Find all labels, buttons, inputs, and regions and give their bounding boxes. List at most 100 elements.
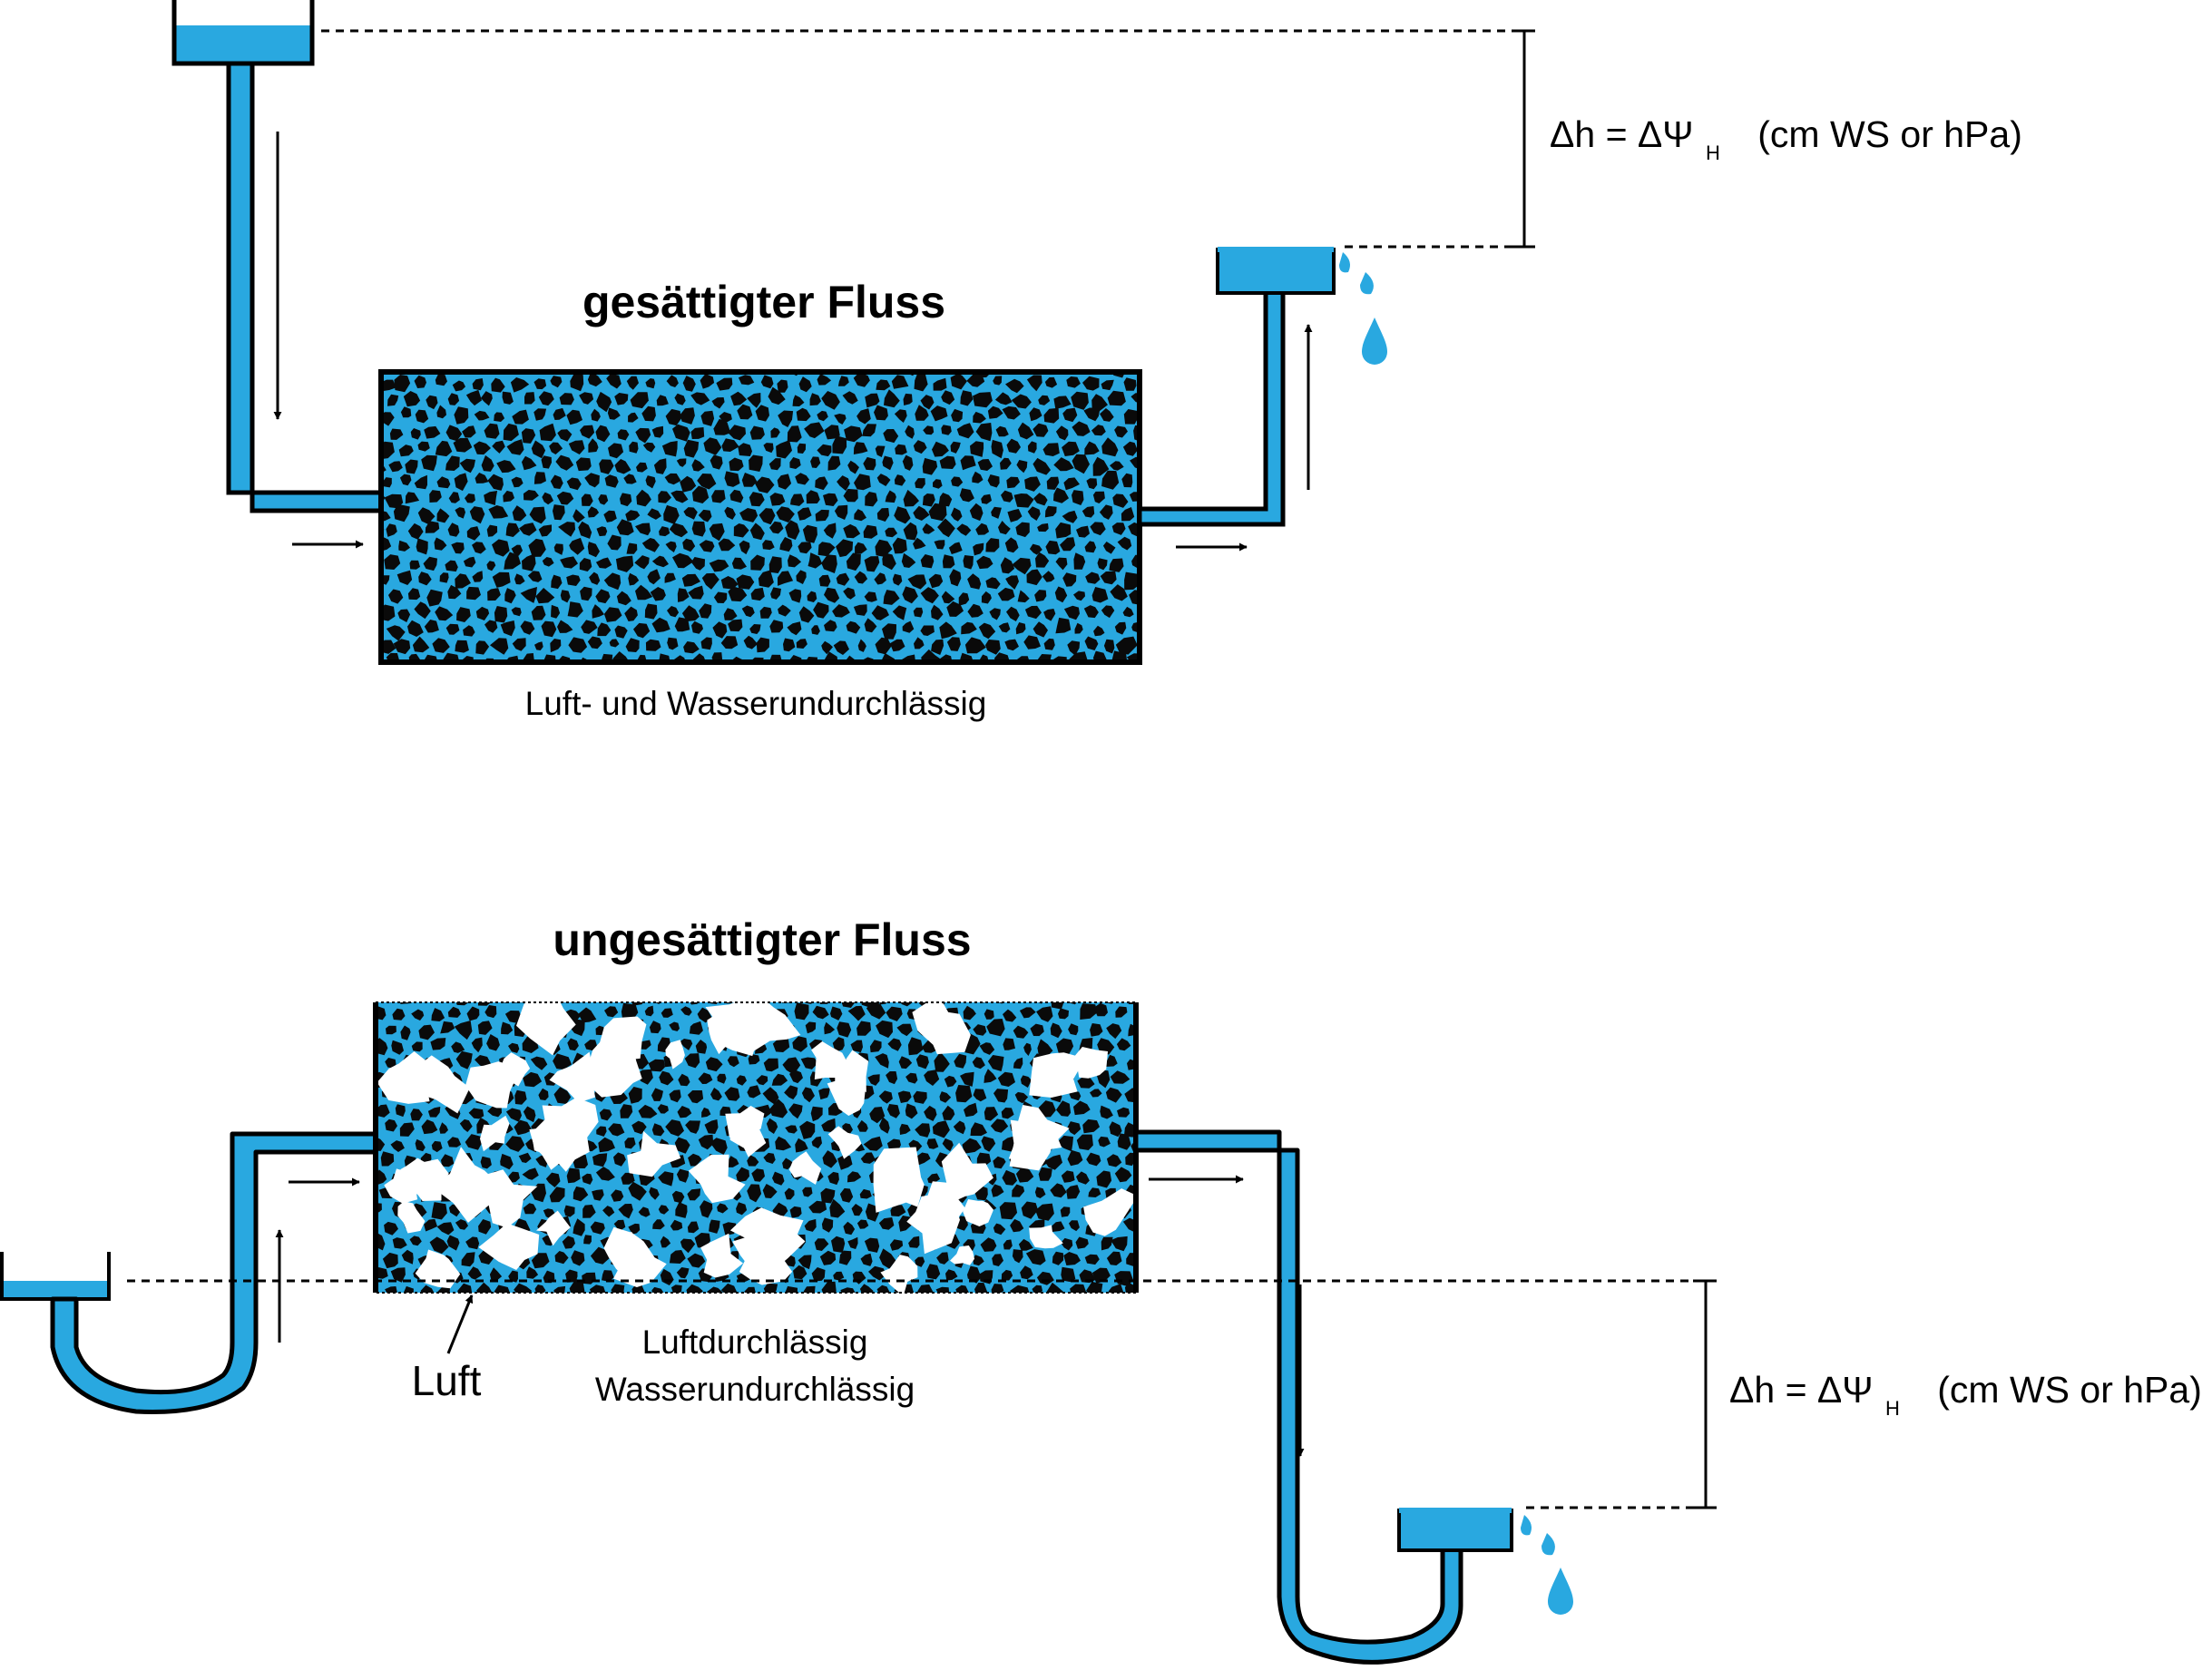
- soil-grain: [1100, 1105, 1113, 1119]
- soil-grain: [628, 1223, 641, 1235]
- soil-grain: [698, 1072, 713, 1084]
- soil-grain: [721, 438, 739, 452]
- soil-grain: [362, 1157, 374, 1167]
- soil-grain: [405, 459, 418, 474]
- air-pocket: [788, 1151, 822, 1185]
- soil-grain: [573, 1218, 585, 1236]
- soil-grain: [920, 554, 935, 569]
- soil-grain: [1110, 461, 1124, 471]
- air-pocket: [583, 1037, 642, 1098]
- soil-grain: [724, 506, 736, 520]
- soil-grain: [864, 556, 880, 572]
- soil-grain: [648, 1059, 665, 1072]
- soil-grain: [393, 639, 411, 655]
- soil-grain: [1034, 1187, 1046, 1198]
- soil-grain: [747, 1155, 759, 1167]
- soil-grain: [504, 552, 521, 570]
- soil-grain: [680, 1006, 692, 1016]
- soil-grain: [514, 1089, 527, 1105]
- soil-grain: [796, 639, 807, 649]
- soil-grain: [1082, 1118, 1100, 1134]
- soil-grain: [430, 1038, 446, 1050]
- air-pocket: [950, 1245, 974, 1265]
- soil-grain: [388, 461, 403, 473]
- soil-grain: [511, 544, 523, 556]
- soil-grain: [429, 490, 442, 503]
- soil-grain: [381, 604, 396, 621]
- soil-grain: [793, 1265, 807, 1280]
- soil-grain: [931, 639, 945, 655]
- soil-grain: [392, 1008, 406, 1021]
- soil-grain: [535, 588, 555, 604]
- soil-grain: [1102, 542, 1116, 554]
- soil-grain: [611, 989, 622, 1000]
- formula-subscript: H: [1706, 142, 1720, 164]
- soil-grain: [876, 1020, 893, 1039]
- soil-grain: [974, 1283, 988, 1293]
- soil-grain: [523, 490, 539, 501]
- soil-grain: [1066, 1185, 1081, 1199]
- soil-grain: [618, 1204, 633, 1219]
- soil-grain: [393, 503, 410, 523]
- soil-grain: [960, 390, 974, 406]
- soil-grain: [928, 573, 944, 589]
- soil-grain: [1074, 622, 1083, 634]
- soil-grain: [840, 1287, 856, 1293]
- soil-grain: [1117, 1107, 1130, 1118]
- soil-grain: [778, 604, 791, 617]
- soil-grain: [697, 474, 717, 490]
- soil-grain: [593, 1002, 598, 1003]
- soil-grain: [403, 1285, 414, 1293]
- soil-grain: [630, 392, 649, 409]
- soil-grain: [549, 442, 563, 454]
- soil-grain: [665, 408, 681, 426]
- soil-grain: [503, 423, 519, 442]
- soil-grain: [541, 455, 552, 469]
- soil-grain: [1033, 493, 1048, 506]
- soil-grain: [886, 1006, 903, 1021]
- soil-grain: [484, 620, 498, 633]
- soil-grain: [736, 1167, 749, 1183]
- soil-grain: [588, 438, 599, 453]
- soil-grain: [991, 1284, 1004, 1293]
- soil-grain: [651, 617, 670, 633]
- soil-grain: [1017, 422, 1034, 440]
- soil-grain: [436, 476, 451, 489]
- soil-grain: [595, 557, 612, 569]
- soil-grain: [1121, 473, 1133, 488]
- unsaturated-title: ungesättigter Fluss: [553, 914, 971, 965]
- soil-grain: [978, 622, 996, 640]
- soil-grain: [806, 490, 820, 504]
- air-pocket: [963, 1199, 993, 1226]
- soil-grain: [508, 1270, 518, 1283]
- soil-grain: [795, 1138, 808, 1153]
- soil-grain: [620, 493, 632, 507]
- soil-grain: [556, 491, 574, 505]
- soil-grain: [956, 523, 972, 536]
- soil-grain: [1017, 590, 1030, 603]
- soil-grain: [930, 405, 948, 422]
- soil-grain: [623, 474, 637, 484]
- soil-grain: [658, 491, 671, 503]
- soil-grain: [669, 1089, 681, 1103]
- soil-grain: [435, 374, 447, 386]
- soil-grain: [725, 1002, 733, 1004]
- soil-grain: [985, 577, 1001, 590]
- soil-grain: [853, 604, 867, 616]
- soil-grain: [538, 391, 554, 406]
- soil-grain: [560, 590, 571, 603]
- soil-grain: [891, 375, 909, 389]
- unsaturated-caption-line2: Wasserundurchlässig: [595, 1371, 915, 1408]
- soil-grain: [915, 1123, 931, 1138]
- soil-grain: [698, 509, 712, 523]
- soil-grain: [955, 1085, 973, 1103]
- soil-grain: [599, 459, 614, 474]
- soil-grain: [692, 485, 710, 503]
- soil-grain: [563, 1205, 575, 1217]
- soil-grain: [787, 621, 802, 636]
- soil-grain: [603, 607, 622, 622]
- soil-grain: [1021, 1201, 1039, 1219]
- soil-grain: [676, 1168, 690, 1183]
- soil-grain: [850, 1040, 863, 1053]
- soil-grain: [920, 395, 935, 410]
